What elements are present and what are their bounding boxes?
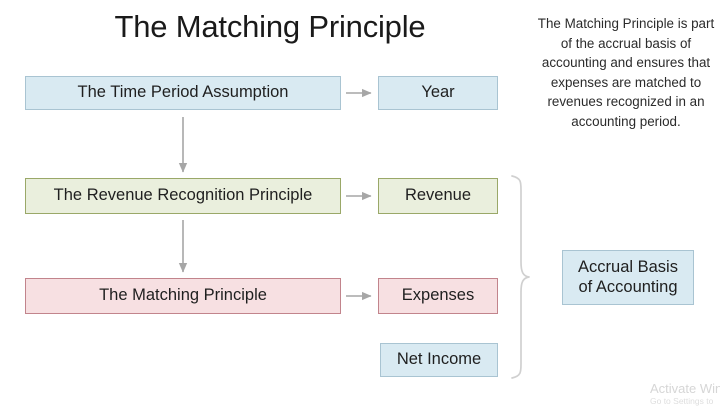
box-label-line1: Accrual Basis: [578, 257, 678, 276]
box-label: Net Income: [396, 350, 482, 369]
watermark-title: Activate Win: [650, 381, 720, 396]
page-title: The Matching Principle: [114, 9, 426, 44]
box-matching-principle[interactable]: The Matching Principle: [25, 278, 341, 314]
box-revenue-recognition-principle[interactable]: The Revenue Recognition Principle: [25, 178, 341, 214]
description-text: The Matching Principle is part of the ac…: [537, 16, 715, 129]
box-year[interactable]: Year: [378, 76, 498, 110]
box-revenue[interactable]: Revenue: [378, 178, 498, 214]
box-label: Expenses: [401, 286, 475, 305]
box-accrual-basis-of-accounting[interactable]: Accrual Basis of Accounting: [562, 250, 694, 305]
box-label: The Matching Principle: [99, 286, 267, 305]
box-label: Year: [421, 83, 455, 102]
box-label-line2: of Accounting: [578, 277, 678, 296]
box-net-income[interactable]: Net Income: [380, 343, 498, 377]
box-expenses[interactable]: Expenses: [378, 278, 498, 314]
box-label: The Time Period Assumption: [77, 83, 289, 102]
windows-activation-watermark: Activate Win Go to Settings to: [650, 381, 720, 407]
box-label: The Revenue Recognition Principle: [53, 186, 313, 205]
grouping-brace: [511, 175, 530, 379]
box-label-group: Accrual Basis of Accounting: [578, 258, 678, 298]
box-label: Revenue: [404, 186, 472, 205]
box-time-period-assumption[interactable]: The Time Period Assumption: [25, 76, 341, 110]
watermark-subtitle: Go to Settings to: [650, 396, 714, 406]
